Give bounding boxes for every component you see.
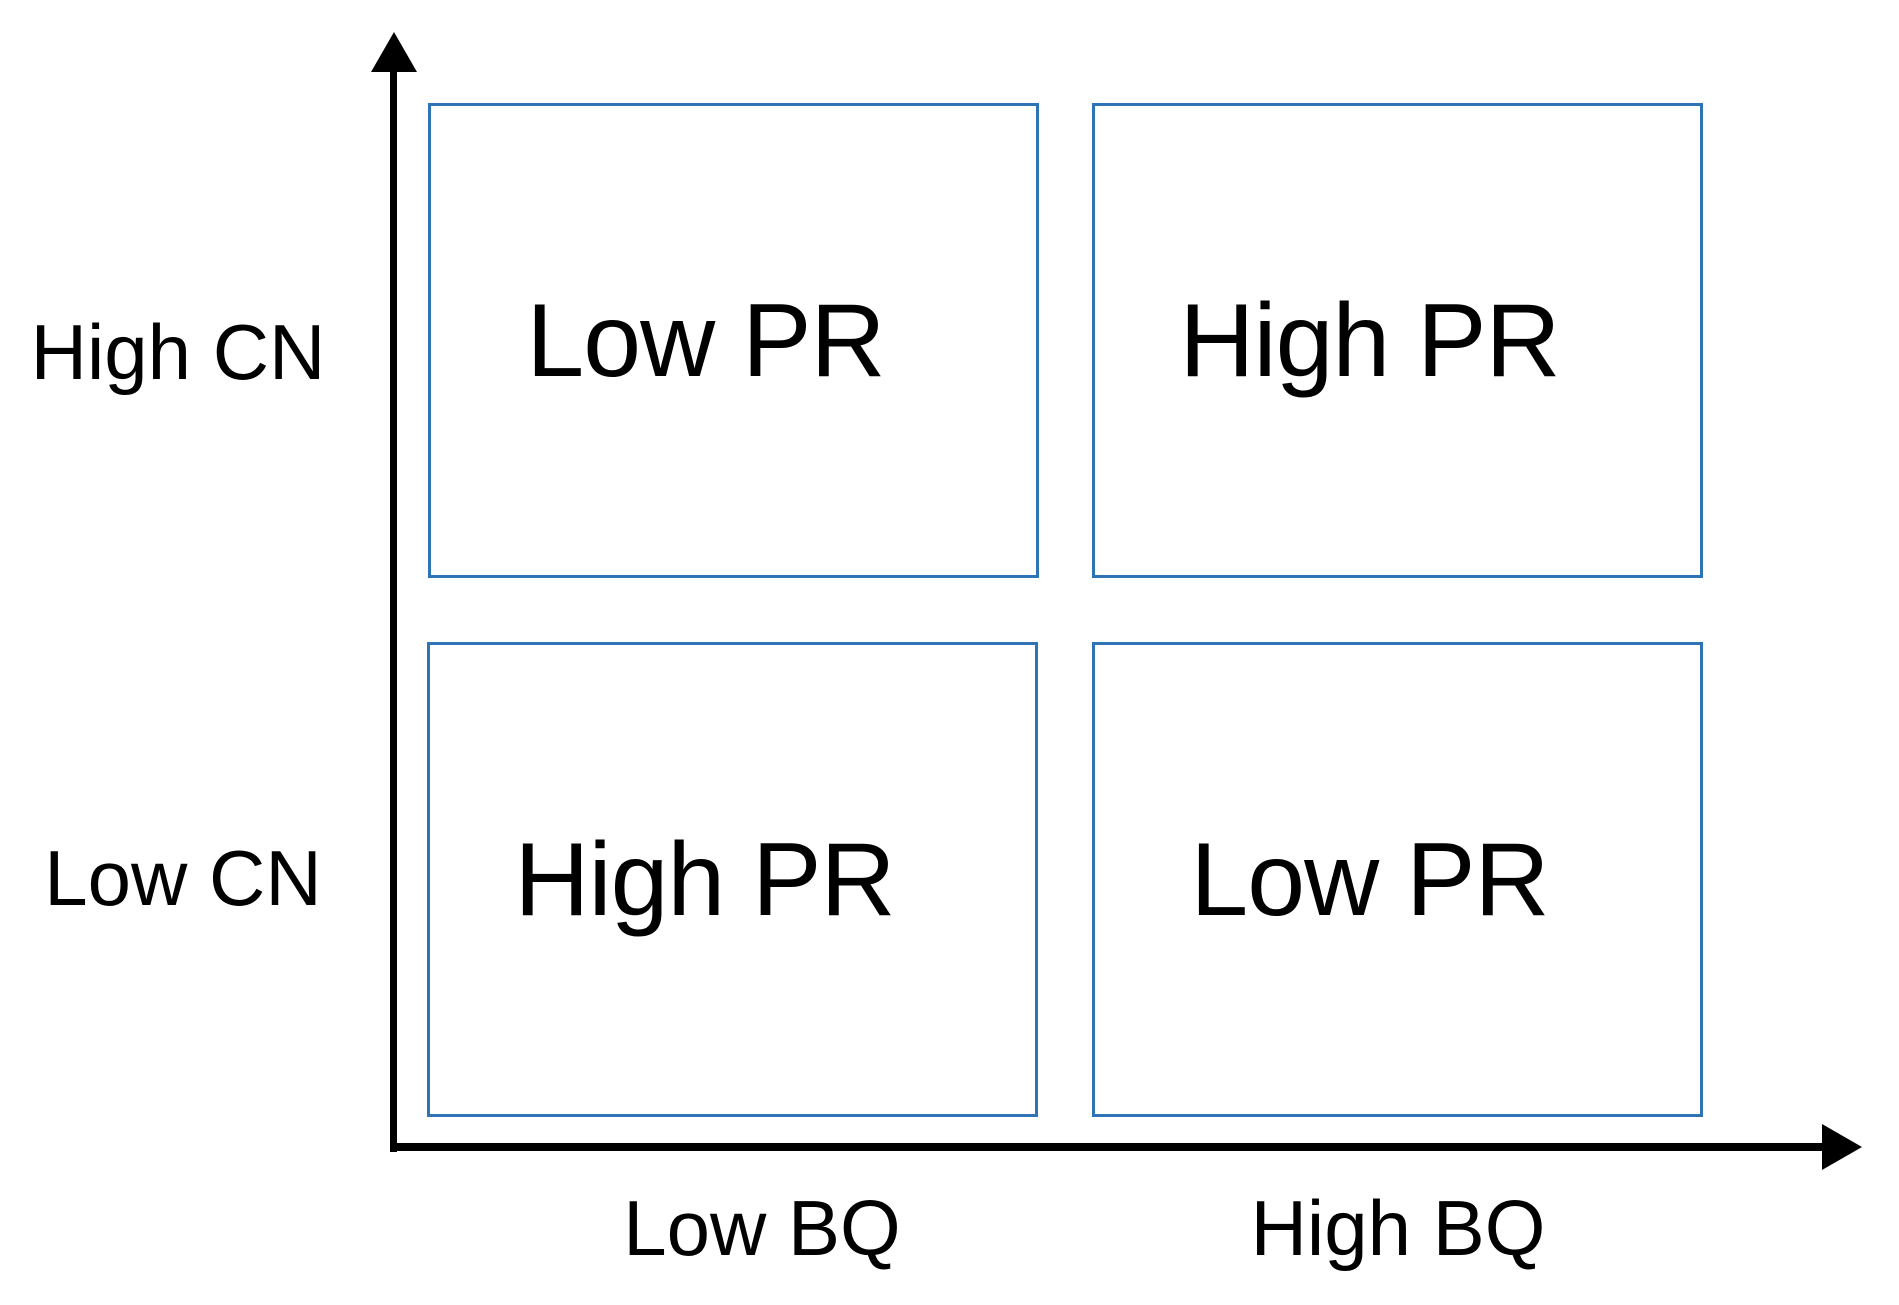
quadrant-bottom-left: High PR xyxy=(427,642,1038,1117)
y-axis-arrowhead-icon xyxy=(371,32,417,72)
quadrant-bottom-right-label: Low PR xyxy=(1190,821,1549,938)
y-axis-label-high-cn: High CN xyxy=(30,308,326,396)
quadrant-top-left: Low PR xyxy=(428,103,1039,578)
x-axis-line xyxy=(390,1143,1830,1151)
quadrant-top-right: High PR xyxy=(1092,103,1703,578)
quadrant-bottom-left-label: High PR xyxy=(514,821,895,938)
x-axis-label-low-bq: Low BQ xyxy=(623,1184,901,1272)
quadrant-top-left-label: Low PR xyxy=(526,282,885,399)
y-axis-label-low-cn: Low CN xyxy=(44,834,322,922)
x-axis-arrowhead-icon xyxy=(1822,1124,1862,1170)
quadrant-bottom-right: Low PR xyxy=(1092,642,1703,1117)
x-axis-label-high-bq: High BQ xyxy=(1250,1184,1546,1272)
y-axis-line xyxy=(390,62,397,1152)
quadrant-top-right-label: High PR xyxy=(1179,282,1560,399)
